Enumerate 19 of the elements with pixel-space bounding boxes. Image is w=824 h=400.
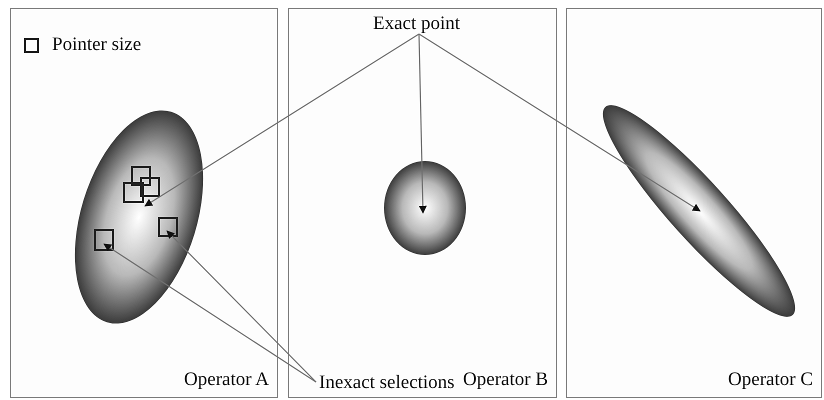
pointer-square [140,177,160,197]
gradient-ellipse [383,159,467,257]
panel-label: Operator B [463,369,548,391]
panel [10,8,278,398]
panel [566,8,822,398]
leader-line [418,34,701,212]
leader-line [166,230,316,382]
legend-label: Pointer size [52,34,142,56]
pointer-square [123,182,144,203]
leader-line [103,244,316,382]
leader-line [144,34,420,206]
annotation-text: Exact point [373,13,489,35]
panel-label: Operator A [184,369,269,391]
leader-line [418,34,427,214]
panel-label: Operator C [728,369,813,391]
pointer-square [158,217,178,237]
panel [288,8,557,398]
pointer-square [131,166,151,186]
pointer-square [94,229,114,251]
